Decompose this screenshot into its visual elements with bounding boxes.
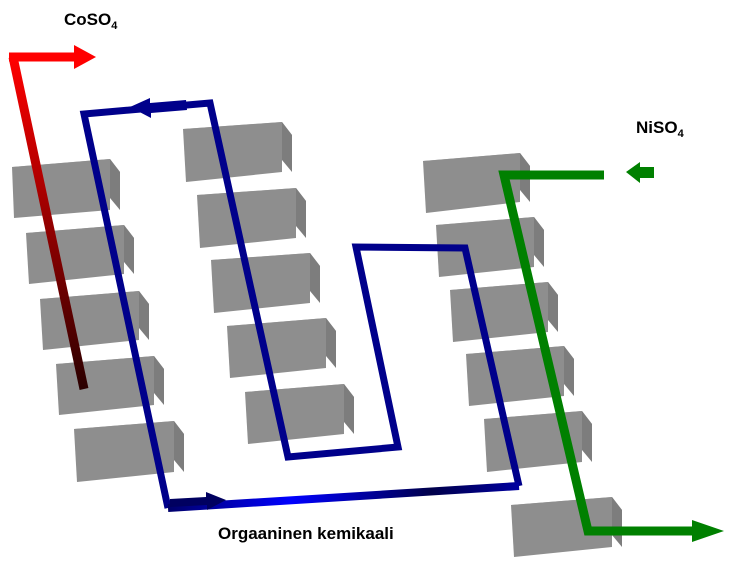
mixer-settler-box <box>227 318 336 378</box>
mixer-settler-box <box>245 384 354 444</box>
coso4-label: CoSO4 <box>64 10 117 32</box>
mixer-settler-box <box>183 122 292 182</box>
organic-loop-left-section <box>79 99 523 509</box>
niso4-inlet-arrow <box>626 162 654 183</box>
niso4-label-subscript: 4 <box>677 128 684 140</box>
organic-flow-arrow-bottom <box>170 492 226 510</box>
organic-chemical-label: Orgaaninen kemikaali <box>218 524 394 543</box>
mixer-settler-box <box>197 188 306 248</box>
coso4-flow-arrow <box>74 45 96 69</box>
niso4-label-main: NiSO <box>636 118 678 137</box>
organic-solvent-loop <box>79 98 523 512</box>
coso4-stream <box>8 45 96 390</box>
organic-flow-arrow-top <box>130 98 187 118</box>
coso4-stream-line <box>8 56 89 390</box>
mixer-settler-box <box>74 421 184 482</box>
coso4-label-main: CoSO <box>64 10 112 29</box>
mixer-settler-box <box>211 253 320 313</box>
niso4-label: NiSO4 <box>636 118 684 140</box>
coso4-label-subscript: 4 <box>111 20 118 32</box>
niso4-stream <box>498 162 724 542</box>
middle-mixer-settler-column <box>183 122 354 444</box>
right-mixer-settler-column <box>423 153 622 557</box>
niso4-stream-inlet <box>498 170 692 536</box>
left-mixer-settler-column <box>12 159 184 482</box>
organic-loop-bottom-section <box>167 482 520 512</box>
niso4-outlet-arrow <box>692 520 724 542</box>
